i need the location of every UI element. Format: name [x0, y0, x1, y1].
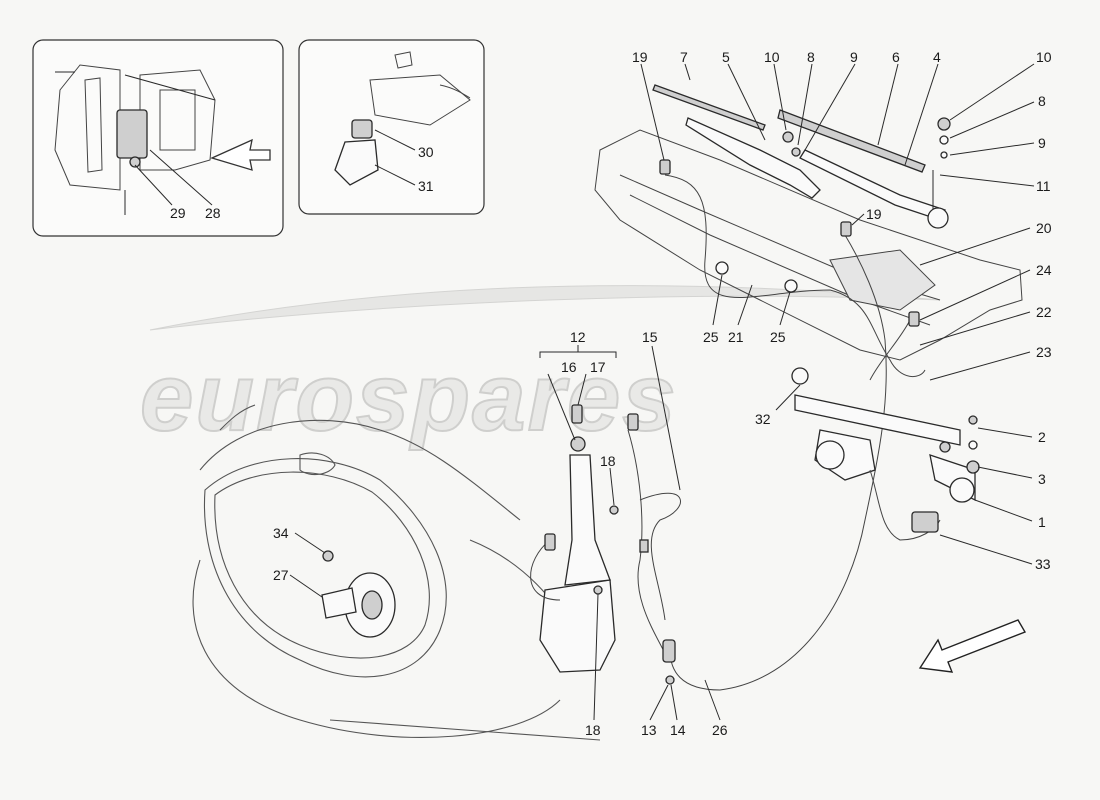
watermark-text: eurospares [140, 344, 678, 451]
callout-9-right: 9 [1038, 135, 1046, 151]
callout-24: 24 [1036, 262, 1052, 278]
callout-33: 33 [1035, 556, 1051, 572]
callout-25: 25 [703, 329, 719, 345]
callout-5: 5 [722, 49, 730, 65]
wiper-assembly [652, 84, 951, 229]
callout-27: 27 [273, 567, 289, 583]
watermark: eurospares [139, 285, 941, 452]
callout-8-right: 8 [1038, 93, 1046, 109]
callout-8: 8 [807, 49, 815, 65]
callout-9: 9 [850, 49, 858, 65]
callout-11: 11 [1036, 178, 1051, 194]
callout-30: 30 [418, 144, 434, 160]
callout-15: 15 [642, 329, 658, 345]
leader-lines [289, 63, 1035, 721]
callout-19: 19 [632, 49, 648, 65]
callout-4: 4 [933, 49, 941, 65]
callout-29: 29 [170, 205, 186, 221]
callout-7: 7 [680, 49, 688, 65]
callout-20: 20 [1036, 220, 1052, 236]
callout-21: 21 [728, 329, 744, 345]
direction-arrow [918, 619, 1027, 673]
cowl-panel [594, 129, 1023, 361]
callout-18-b: 18 [585, 722, 601, 738]
callout-12: 12 [570, 329, 586, 345]
callout-19-b: 19 [866, 206, 882, 222]
callout-1: 1 [1038, 514, 1046, 530]
callout-6: 6 [892, 49, 900, 65]
callout-28: 28 [205, 205, 221, 221]
inset-box-left [32, 39, 284, 237]
callout-10-right: 10 [1036, 49, 1052, 65]
callout-23: 23 [1036, 344, 1052, 360]
callout-18: 18 [600, 453, 616, 469]
callout-14: 14 [670, 722, 686, 738]
callout-31: 31 [418, 178, 434, 194]
callout-26: 26 [712, 722, 728, 738]
callout-32: 32 [755, 411, 771, 427]
callout-25-b: 25 [770, 329, 786, 345]
inset-box-right [298, 39, 485, 215]
callout-2: 2 [1038, 429, 1046, 445]
callout-17: 17 [590, 359, 606, 375]
horn [321, 550, 396, 638]
callout-22: 22 [1036, 304, 1052, 320]
callout-34: 34 [273, 525, 289, 541]
callout-3: 3 [1038, 471, 1046, 487]
callout-16: 16 [561, 359, 577, 375]
car-front-outline [192, 404, 601, 741]
callout-13: 13 [641, 722, 657, 738]
callout-labels: 19 7 5 10 8 9 6 4 10 8 9 11 19 20 24 25 … [170, 49, 1052, 738]
callout-10: 10 [764, 49, 780, 65]
